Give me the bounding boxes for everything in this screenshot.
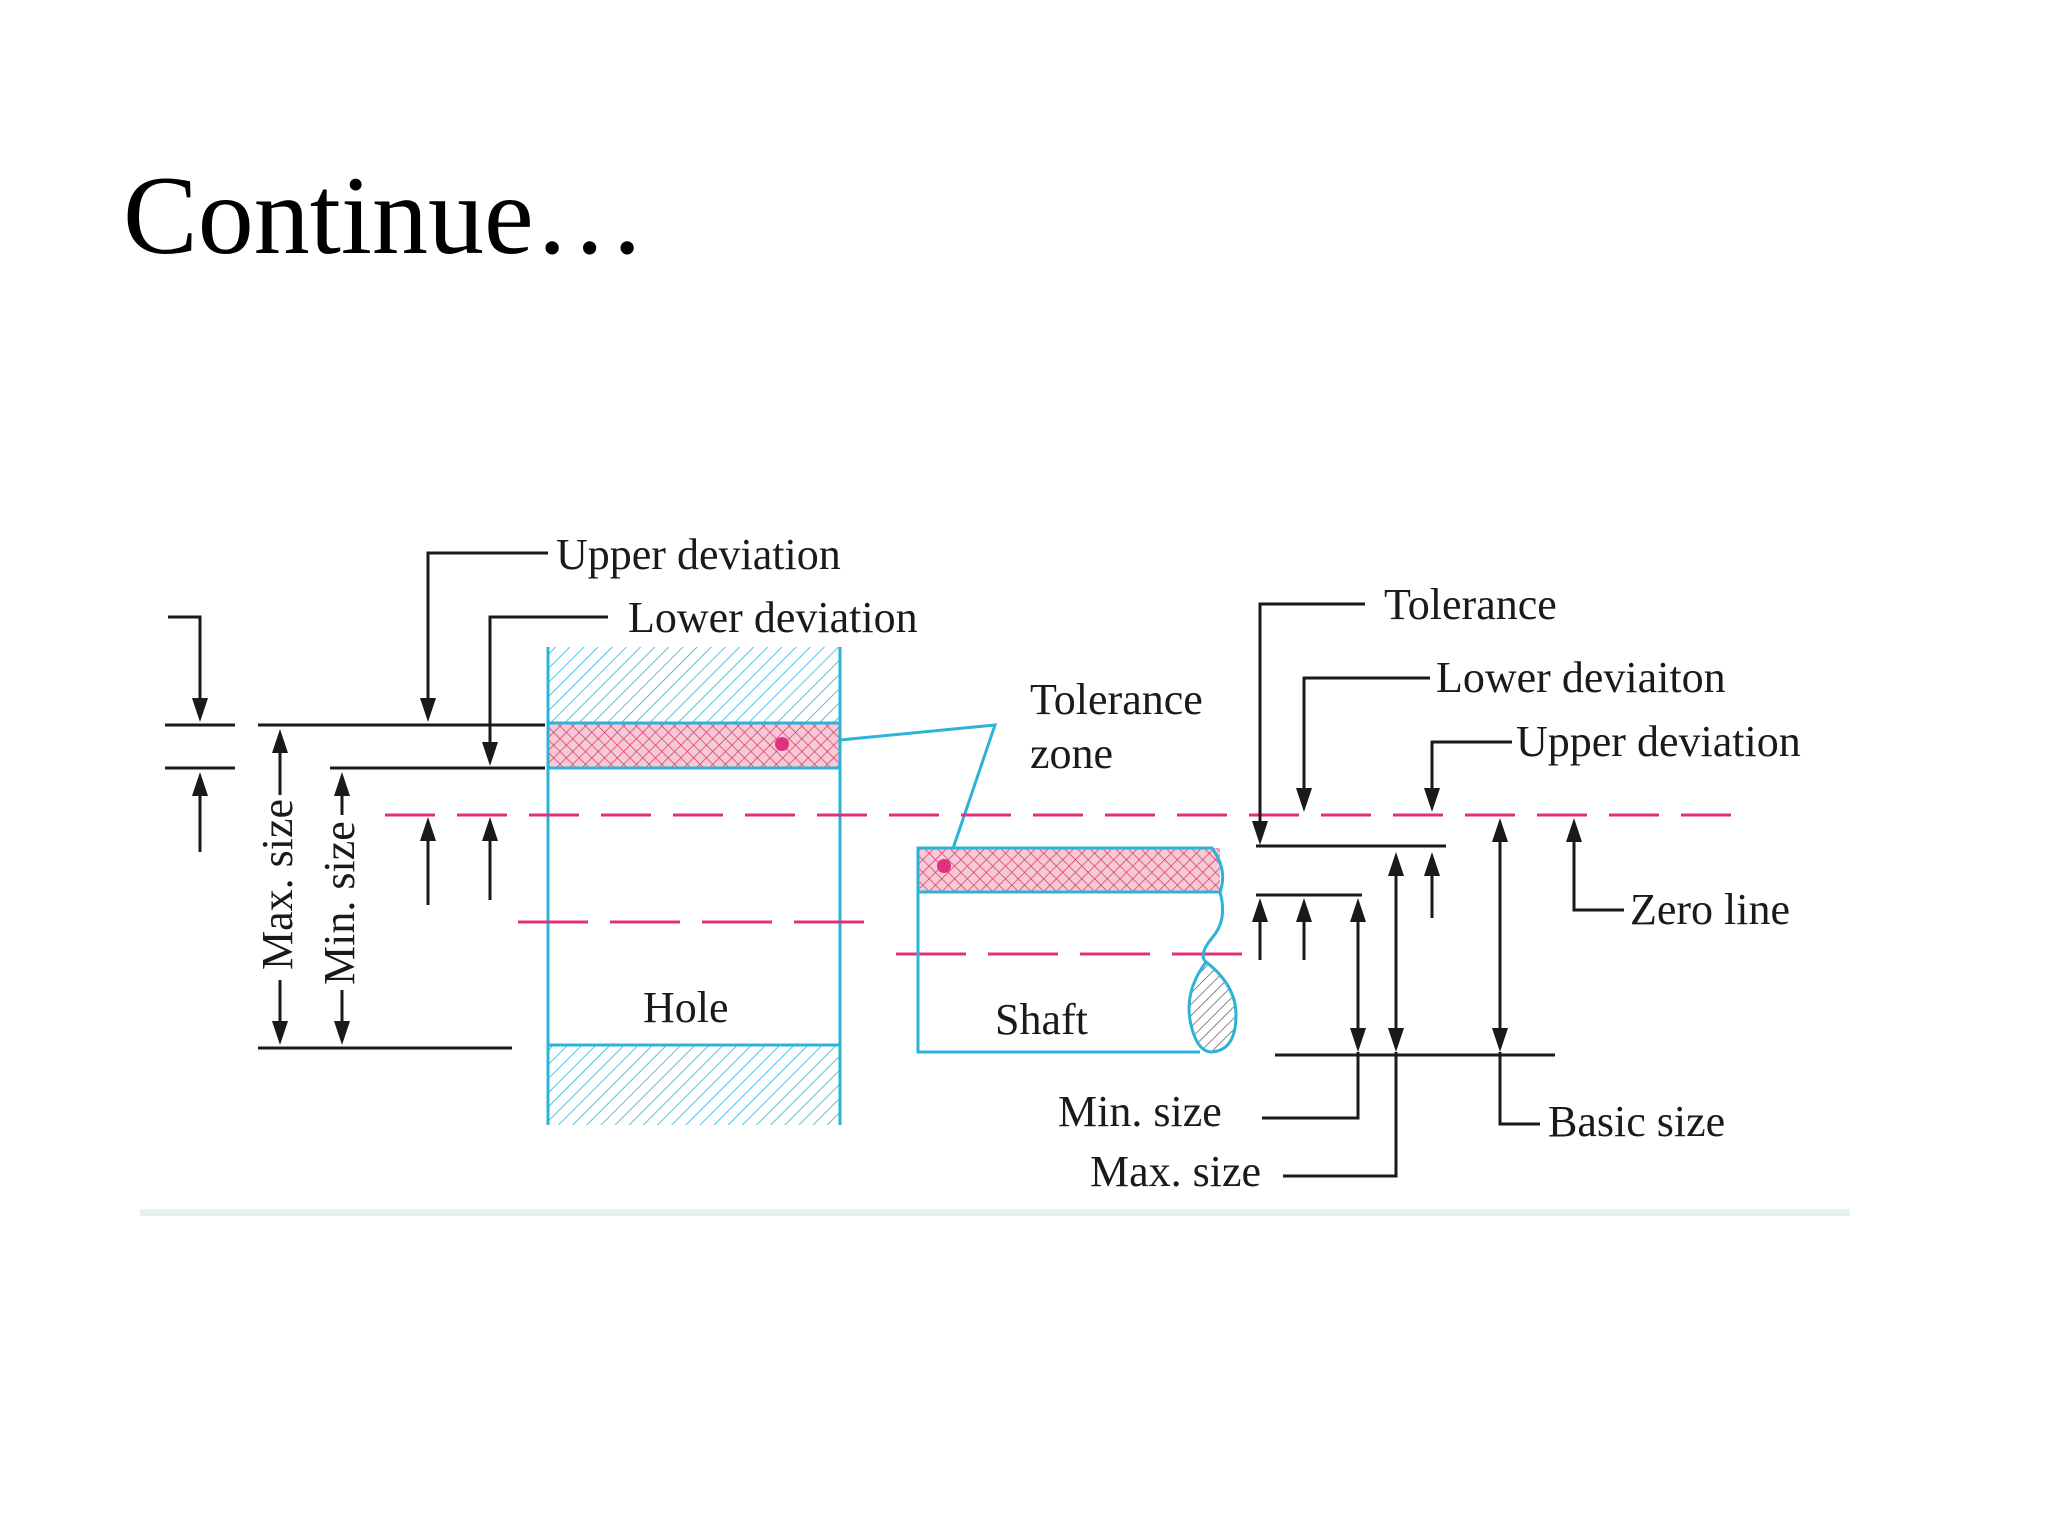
shaft-tolerance-band <box>918 848 1220 892</box>
hole-part <box>546 647 842 1125</box>
hole-zone-dot <box>775 737 789 751</box>
label-tolerance-zone-1: Tolerance <box>1030 675 1203 724</box>
label-hole-max-size: Max. size <box>253 799 302 970</box>
shaft-zone-dot <box>937 859 951 873</box>
label-hole-min-size: Min. size <box>315 821 364 985</box>
hole-top-hatch <box>548 647 840 723</box>
hole-dimensions <box>165 551 608 1050</box>
slide-title: Continue… <box>123 154 646 278</box>
label-zero-line: Zero line <box>1630 885 1790 934</box>
shaft-part <box>916 846 1238 1054</box>
hole-bottom-hatch <box>548 1045 840 1125</box>
label-tolerance-zone-2: zone <box>1030 729 1113 778</box>
shaft-break-hatch <box>1187 959 1238 1054</box>
label-shaft-max-size: Max. size <box>1090 1147 1261 1196</box>
label-hole: Hole <box>643 983 729 1032</box>
label-basic-size: Basic size <box>1548 1097 1725 1146</box>
shaft-dimensions <box>1252 602 1624 1178</box>
label-hole-lower-deviation: Lower deviation <box>628 593 918 642</box>
label-shaft: Shaft <box>995 995 1088 1044</box>
label-shaft-upper-deviation: Upper deviation <box>1516 717 1801 766</box>
label-hole-upper-deviation: Upper deviation <box>556 530 841 579</box>
label-shaft-lower-deviation: Lower deviaiton <box>1436 653 1726 702</box>
hole-tolerance-band <box>548 723 840 768</box>
slide-divider <box>140 1209 1850 1216</box>
label-shaft-tolerance: Tolerance <box>1384 580 1557 629</box>
label-shaft-min-size: Min. size <box>1058 1087 1222 1136</box>
tolerance-zone-leader <box>839 723 998 873</box>
